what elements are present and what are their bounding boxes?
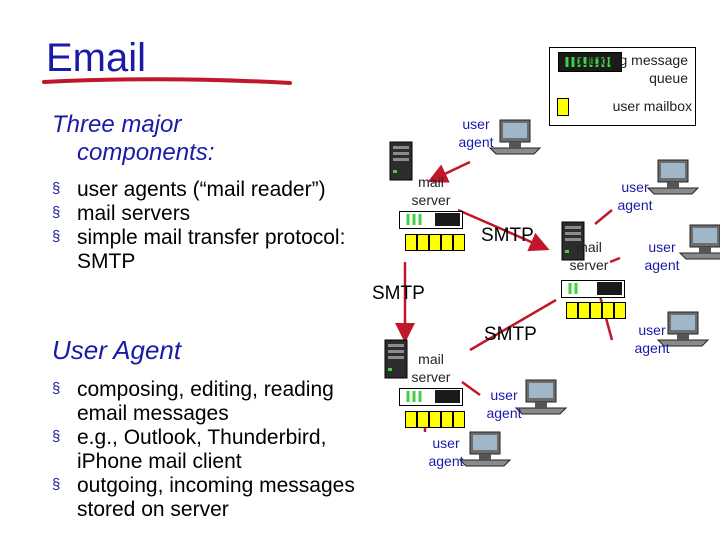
mail-server-label-top: mail server bbox=[411, 174, 451, 209]
mailbox-cell bbox=[429, 234, 441, 251]
components-heading-line-1: Three major bbox=[52, 111, 182, 138]
title-underline bbox=[42, 77, 292, 85]
smtp-label-left: SMTP bbox=[372, 283, 425, 304]
bullet-storage: outgoing, incoming messages stored on se… bbox=[52, 474, 372, 522]
user-agent-list: composing, editing, reading email messag… bbox=[52, 378, 372, 522]
agent-to-server-arrow-top bbox=[427, 160, 471, 183]
queue-icon-bottom bbox=[399, 388, 463, 406]
smtp-label-bottom: SMTP bbox=[484, 324, 537, 345]
mailbox-cell bbox=[417, 234, 429, 251]
components-heading-line-2: components: bbox=[77, 138, 215, 166]
mailbox-cell bbox=[405, 234, 417, 251]
user-agent-label-right-mid: user agent bbox=[644, 239, 680, 274]
mailbox-cell bbox=[566, 302, 578, 319]
agent-link-right-1 bbox=[594, 209, 613, 225]
components-heading: Three major components: bbox=[52, 111, 292, 166]
mailbox-cell bbox=[429, 411, 441, 428]
legend-mailbox-icon bbox=[557, 98, 569, 116]
server-to-server-line-mid bbox=[469, 298, 557, 352]
user-agent-label-top: user agent bbox=[458, 116, 494, 151]
mailbox-cell bbox=[614, 302, 626, 319]
user-agent-label-right-top: user agent bbox=[617, 179, 653, 214]
queue-icon-top bbox=[399, 211, 463, 229]
bullet-smtp: simple mail transfer protocol: SMTP bbox=[52, 226, 362, 274]
mailbox-cell bbox=[590, 302, 602, 319]
user-agent-label-bottom-right: user agent bbox=[486, 387, 522, 422]
mail-server-label-bottom: mail server bbox=[411, 351, 451, 386]
bullet-mail-servers: mail servers bbox=[52, 202, 362, 226]
mail-server-label-right: mail server bbox=[569, 239, 609, 274]
bullet-examples: e.g., Outlook, Thunderbird, iPhone mail … bbox=[52, 426, 372, 474]
user-agent-label-bottom: user agent bbox=[428, 435, 464, 470]
legend-mailbox-label: user mailbox bbox=[612, 98, 692, 114]
mailbox-cell bbox=[602, 302, 614, 319]
smtp-label-right: SMTP bbox=[481, 225, 534, 246]
agent-link-bottom-1 bbox=[461, 380, 481, 397]
user-agent-heading: User Agent bbox=[52, 335, 182, 365]
mailbox-cell bbox=[453, 234, 465, 251]
mailbox-cell bbox=[441, 411, 453, 428]
mailbox-cell bbox=[453, 411, 465, 428]
agent-link-right-2 bbox=[609, 256, 621, 264]
queue-icon-right bbox=[561, 280, 625, 298]
legend-queue-icon bbox=[558, 52, 622, 72]
bullet-user-agents: user agents (“mail reader”) bbox=[52, 178, 362, 202]
mailbox-cell bbox=[578, 302, 590, 319]
server-to-server-arrow-right bbox=[457, 208, 550, 252]
mailbox-cell bbox=[417, 411, 429, 428]
bullet-composing: composing, editing, reading email messag… bbox=[52, 378, 372, 426]
mailbox-cell bbox=[441, 234, 453, 251]
user-agent-label-right-bottom: user agent bbox=[634, 322, 670, 357]
mailbox-cell bbox=[405, 411, 417, 428]
component-list: user agents (“mail reader”) mail servers… bbox=[52, 178, 362, 274]
legend-queue-label: outgoing message queue bbox=[573, 52, 688, 86]
slide-title: Email bbox=[46, 36, 147, 80]
